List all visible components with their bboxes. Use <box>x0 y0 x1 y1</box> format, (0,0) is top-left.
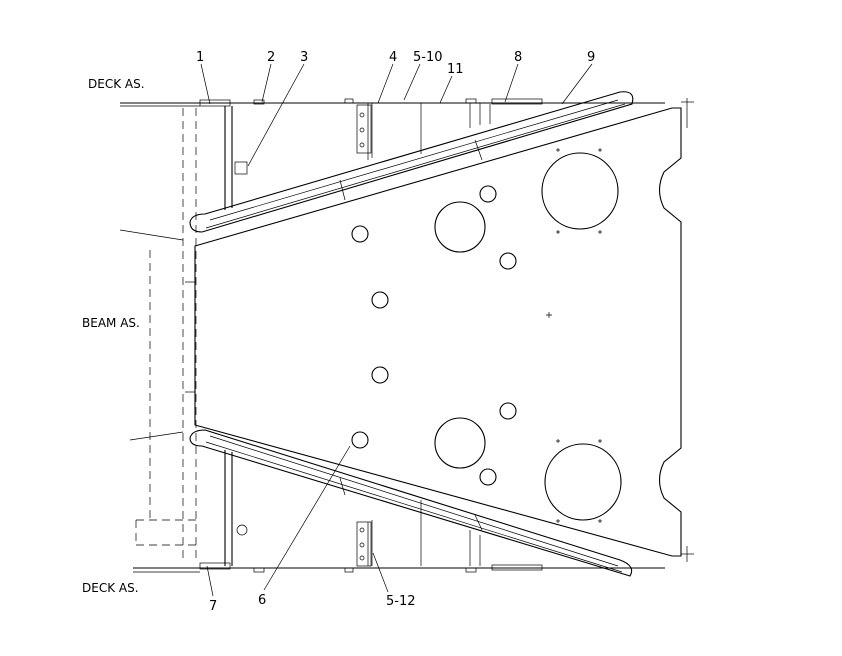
beam-assembly <box>119 108 197 560</box>
callout-3: 3 <box>300 50 308 65</box>
callout-11: 11 <box>447 62 464 77</box>
callout-9: 9 <box>587 50 595 65</box>
callout-8: 8 <box>514 50 522 65</box>
bottom-deck <box>133 546 694 573</box>
callout-5-12: 5-12 <box>386 594 416 609</box>
callout-7: 7 <box>209 599 217 614</box>
callout-2: 2 <box>267 50 275 65</box>
upper-structure <box>189 91 634 233</box>
leader-lines <box>200 63 593 597</box>
callout-5-10: 5-10 <box>413 50 443 65</box>
deck-top-label: DECK AS. <box>88 77 145 91</box>
plate-holes <box>351 148 622 523</box>
main-plate <box>194 107 682 557</box>
lower-structure <box>189 429 633 577</box>
top-deck <box>120 98 694 128</box>
callout-1: 1 <box>196 50 204 65</box>
deck-bottom-label: DECK AS. <box>82 581 139 595</box>
beam-label: BEAM AS. <box>82 316 140 330</box>
callout-6: 6 <box>258 593 266 608</box>
callout-4: 4 <box>389 50 397 65</box>
